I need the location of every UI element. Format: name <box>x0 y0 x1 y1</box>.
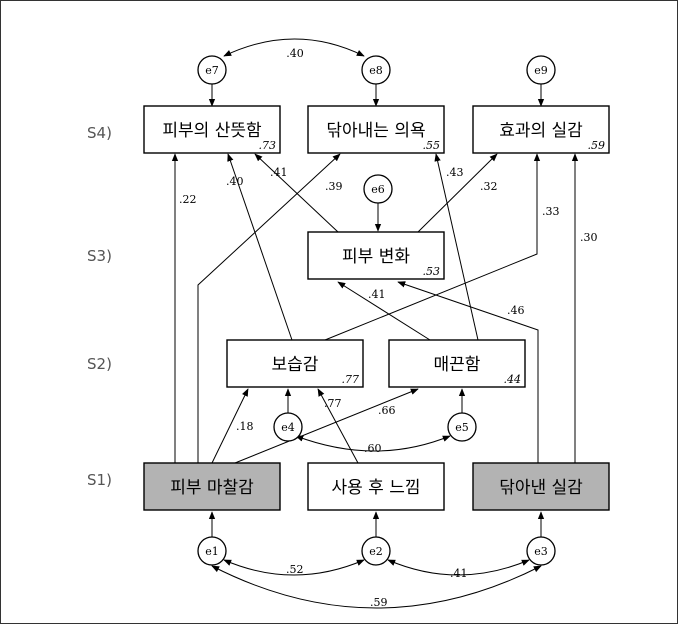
coef-friction-to-smooth: .66 <box>378 404 396 417</box>
coef-change-to-fresh: .41 <box>270 166 288 179</box>
path-after-to-moisture <box>317 388 359 464</box>
error-e8: e8 <box>361 55 391 85</box>
node-skin-fresh: 피부의 산뜻함 .73 <box>143 105 281 154</box>
node-cleansing-will-label: 닦아내는 의욕 <box>326 121 425 141</box>
stage-label-s1: S1) <box>87 471 112 489</box>
node-skin-change-label: 피부 변화 <box>342 247 410 267</box>
coef-wiped-to-effect: .30 <box>580 231 598 244</box>
coef-friction-to-moist: .18 <box>236 420 254 433</box>
svg-text:e1: e1 <box>205 545 219 558</box>
coef-e4-e5: .60 <box>364 442 382 455</box>
node-cleansing-will: 닦아내는 의욕 .55 <box>307 105 445 154</box>
coef-smooth-to-will: .43 <box>446 166 464 179</box>
error-e2: e2 <box>361 536 391 566</box>
node-moisture-label: 보습감 <box>272 355 319 375</box>
error-e3: e3 <box>526 536 556 566</box>
node-effect-feel: 효과의 실감 .59 <box>472 105 610 154</box>
path-friction-to-will <box>197 153 341 463</box>
error-e7: e7 <box>197 55 227 85</box>
error-e1: e1 <box>197 536 227 566</box>
svg-text:e3: e3 <box>534 545 548 558</box>
node-smoothness-r2: .44 <box>504 373 522 386</box>
node-moisture: 보습감 .77 <box>226 339 364 388</box>
error-e9: e9 <box>526 55 556 85</box>
path-wiped-to-change <box>397 281 539 463</box>
error-e5: e5 <box>447 412 477 442</box>
coef-moist-to-fresh: .40 <box>226 175 244 188</box>
coef-change-to-effect: .32 <box>480 180 498 193</box>
node-wiped-feel: 닦아낸 실감 <box>472 462 610 511</box>
node-moisture-r2: .77 <box>342 373 360 386</box>
svg-text:e5: e5 <box>455 421 469 434</box>
path-moisture-to-effect <box>324 153 541 341</box>
covariance-e7-e8 <box>223 38 365 57</box>
error-e4: e4 <box>273 412 303 442</box>
coef-e7-e8: .40 <box>286 47 304 60</box>
node-skin-fresh-label: 피부의 산뜻함 <box>162 121 262 141</box>
coef-e2-e3: .41 <box>450 567 468 580</box>
path-moisture-to-fresh <box>227 153 293 341</box>
stage-label-s3: S3) <box>87 247 112 265</box>
node-after-use-label: 사용 후 느낌 <box>331 478 420 498</box>
path-smooth-to-change <box>337 281 431 341</box>
covariance-e1-e3 <box>211 565 542 609</box>
error-e6: e6 <box>363 174 393 204</box>
coef-after-to-moist: .77 <box>324 397 342 410</box>
coef-wiped-to-change: .46 <box>507 304 525 317</box>
coef-smooth-to-change: .41 <box>368 288 386 301</box>
coef-e1-e3: .59 <box>370 596 388 609</box>
coef-friction-to-will: .39 <box>325 180 343 193</box>
path-change-to-fresh <box>254 153 339 233</box>
node-effect-feel-r2: .59 <box>588 139 606 152</box>
path-change-to-effect <box>417 153 498 233</box>
svg-text:e6: e6 <box>371 183 385 196</box>
covariance-e4-e5 <box>295 435 451 452</box>
node-skin-change-r2: .53 <box>423 265 441 278</box>
node-effect-feel-label: 효과의 실감 <box>499 121 583 141</box>
svg-text:e7: e7 <box>205 64 219 77</box>
svg-text:e8: e8 <box>369 64 383 77</box>
node-smoothness-label: 매끈함 <box>434 355 481 375</box>
node-after-use: 사용 후 느낌 <box>307 462 445 511</box>
stage-label-s4: S4) <box>87 124 112 142</box>
node-skin-friction-label: 피부 마찰감 <box>170 478 254 498</box>
node-smoothness: 매끈함 .44 <box>388 339 526 388</box>
stage-label-s2: S2) <box>87 355 112 373</box>
path-smooth-to-will <box>434 153 479 341</box>
coef-moist-to-effect: .33 <box>542 205 560 218</box>
svg-text:e9: e9 <box>534 64 548 77</box>
node-cleansing-will-r2: .55 <box>423 139 441 152</box>
node-skin-fresh-r2: .73 <box>259 139 277 152</box>
node-skin-friction: 피부 마찰감 <box>143 462 281 511</box>
coef-e1-e2: .52 <box>286 563 304 576</box>
node-skin-change: 피부 변화 .53 <box>307 231 445 280</box>
svg-text:e2: e2 <box>369 545 383 558</box>
path-friction-to-smoothness <box>234 388 419 464</box>
node-wiped-feel-label: 닦아낸 실감 <box>499 478 583 498</box>
path-friction-to-moisture <box>211 388 249 464</box>
svg-text:e4: e4 <box>281 421 295 434</box>
coef-friction-to-fresh: .22 <box>179 193 197 206</box>
